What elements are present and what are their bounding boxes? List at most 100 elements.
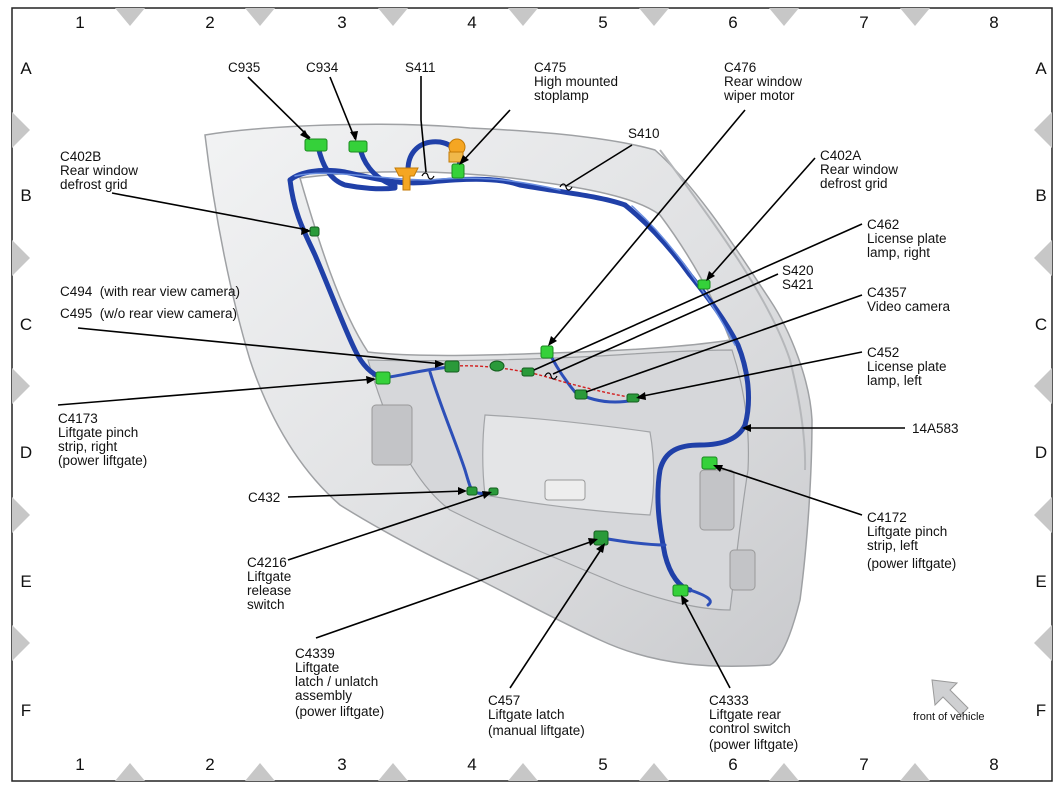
connector-c452-s420 xyxy=(574,389,588,400)
grid-col-label: 2 xyxy=(205,755,214,774)
svg-text:C402B: C402B xyxy=(60,149,101,164)
svg-text:C4216: C4216 xyxy=(247,555,287,570)
grid-rows-right: A B C D E F xyxy=(1035,59,1047,720)
label-c935: C935 xyxy=(228,60,260,75)
connector-c935 xyxy=(304,138,328,152)
svg-text:Liftgate: Liftgate xyxy=(295,660,339,675)
svg-text:C452: C452 xyxy=(867,345,899,360)
grid-columns-bottom: 1 2 3 4 5 6 7 8 xyxy=(75,755,998,774)
connector-c476 xyxy=(540,345,554,359)
grid-col-label: 7 xyxy=(859,755,868,774)
svg-text:lamp, left: lamp, left xyxy=(867,373,922,388)
grid-row-label: F xyxy=(1036,701,1046,720)
grid-col-label: 3 xyxy=(337,755,346,774)
label-c432: C432 xyxy=(248,490,280,505)
connector-c432 xyxy=(466,486,478,496)
svg-text:Rear window: Rear window xyxy=(820,162,898,177)
grid-col-label: 5 xyxy=(598,13,607,32)
grid-col-label: 8 xyxy=(989,13,998,32)
svg-text:Liftgate rear: Liftgate rear xyxy=(709,707,782,722)
callout-labels: C935 C934 S411 C475 High mounted stoplam… xyxy=(58,60,959,752)
grid-row-label: E xyxy=(1035,572,1046,591)
label-c475: C475 High mounted stoplamp xyxy=(534,60,618,103)
svg-text:Rear window: Rear window xyxy=(724,74,802,89)
grid-col-label: 6 xyxy=(728,755,737,774)
svg-text:S421: S421 xyxy=(782,277,814,292)
grid-col-label: 1 xyxy=(75,13,84,32)
label-c4357: C4357 Video camera xyxy=(867,285,951,314)
label-14a583: 14A583 xyxy=(912,421,959,436)
connector-c402a xyxy=(697,279,711,290)
svg-text:Liftgate latch: Liftgate latch xyxy=(488,707,565,722)
svg-text:lamp, right: lamp, right xyxy=(867,245,930,260)
grid-col-label: 8 xyxy=(989,755,998,774)
svg-text:C462: C462 xyxy=(867,217,899,232)
stoplamp-parts xyxy=(394,138,466,191)
svg-text:(manual liftgate): (manual liftgate) xyxy=(488,723,585,738)
svg-text:(power liftgate): (power liftgate) xyxy=(709,737,798,752)
front-of-vehicle-indicator: front of vehicle xyxy=(913,679,985,723)
label-s420-s421: S420 S421 xyxy=(782,263,814,292)
svg-text:C4333: C4333 xyxy=(709,693,749,708)
connector-c475 xyxy=(451,163,465,179)
grid-markers xyxy=(12,8,1052,781)
svg-text:defrost grid: defrost grid xyxy=(60,177,128,192)
svg-text:(power liftgate): (power liftgate) xyxy=(58,453,147,468)
svg-text:Liftgate: Liftgate xyxy=(247,569,291,584)
connector-c4173 xyxy=(375,371,391,385)
label-c494: C494 (with rear view camera) xyxy=(60,284,240,299)
label-c457: C457 Liftgate latch (manual liftgate) xyxy=(488,693,585,738)
svg-text:C476: C476 xyxy=(724,60,756,75)
svg-text:control switch: control switch xyxy=(709,721,791,736)
svg-text:(power liftgate): (power liftgate) xyxy=(867,556,956,571)
leader-lines xyxy=(57,76,905,689)
arrow-icon xyxy=(931,679,969,716)
svg-text:License plate: License plate xyxy=(867,359,947,374)
label-c4173: C4173 Liftgate pinch strip, right (power… xyxy=(58,411,147,468)
connector-c402b xyxy=(309,226,320,237)
grid-row-label: B xyxy=(1035,186,1046,205)
svg-text:stoplamp: stoplamp xyxy=(534,88,589,103)
svg-text:Liftgate pinch: Liftgate pinch xyxy=(867,524,947,539)
grid-col-label: 6 xyxy=(728,13,737,32)
grid-col-label: 5 xyxy=(598,755,607,774)
grid-col-label: 2 xyxy=(205,13,214,32)
svg-text:C402A: C402A xyxy=(820,148,861,163)
svg-text:C4172: C4172 xyxy=(867,510,907,525)
svg-text:C4357: C4357 xyxy=(867,285,907,300)
label-s411: S411 xyxy=(405,60,436,75)
connector-c4357 xyxy=(489,360,505,372)
label-c495: C495 (w/o rear view camera) xyxy=(60,306,237,321)
svg-text:assembly: assembly xyxy=(295,688,352,703)
svg-text:Rear window: Rear window xyxy=(60,163,138,178)
svg-text:Liftgate pinch: Liftgate pinch xyxy=(58,425,138,440)
front-of-vehicle-label: front of vehicle xyxy=(913,711,985,723)
grid-row-label: E xyxy=(20,572,31,591)
svg-text:High mounted: High mounted xyxy=(534,74,618,89)
connector-c4339 xyxy=(593,530,609,546)
connector-c462 xyxy=(521,367,535,377)
grid-columns-top: 1 2 3 4 5 6 7 8 xyxy=(75,13,998,32)
grid-row-label: C xyxy=(1035,315,1047,334)
label-c462: C462 License plate lamp, right xyxy=(867,217,947,260)
connector-c494 xyxy=(444,360,460,373)
grid-row-label: C xyxy=(20,315,32,334)
grid-rows-left: A B C D E F xyxy=(20,59,32,720)
label-c4339: C4339 Liftgate latch / unlatch assembly … xyxy=(295,646,384,719)
grid-row-label: D xyxy=(20,443,32,462)
svg-text:latch / unlatch: latch / unlatch xyxy=(295,674,378,689)
grid-row-label: F xyxy=(21,701,31,720)
grid-col-label: 7 xyxy=(859,13,868,32)
grid-col-label: 4 xyxy=(467,13,476,32)
grid-row-label: A xyxy=(20,59,32,78)
grid-col-label: 1 xyxy=(75,755,84,774)
connector-c4172 xyxy=(701,456,718,470)
connectors xyxy=(304,138,718,597)
svg-text:wiper motor: wiper motor xyxy=(723,88,795,103)
svg-text:C457: C457 xyxy=(488,693,520,708)
svg-text:C475: C475 xyxy=(534,60,566,75)
grid-row-label: A xyxy=(1035,59,1047,78)
svg-text:strip, left: strip, left xyxy=(867,538,918,553)
grid-col-label: 3 xyxy=(337,13,346,32)
